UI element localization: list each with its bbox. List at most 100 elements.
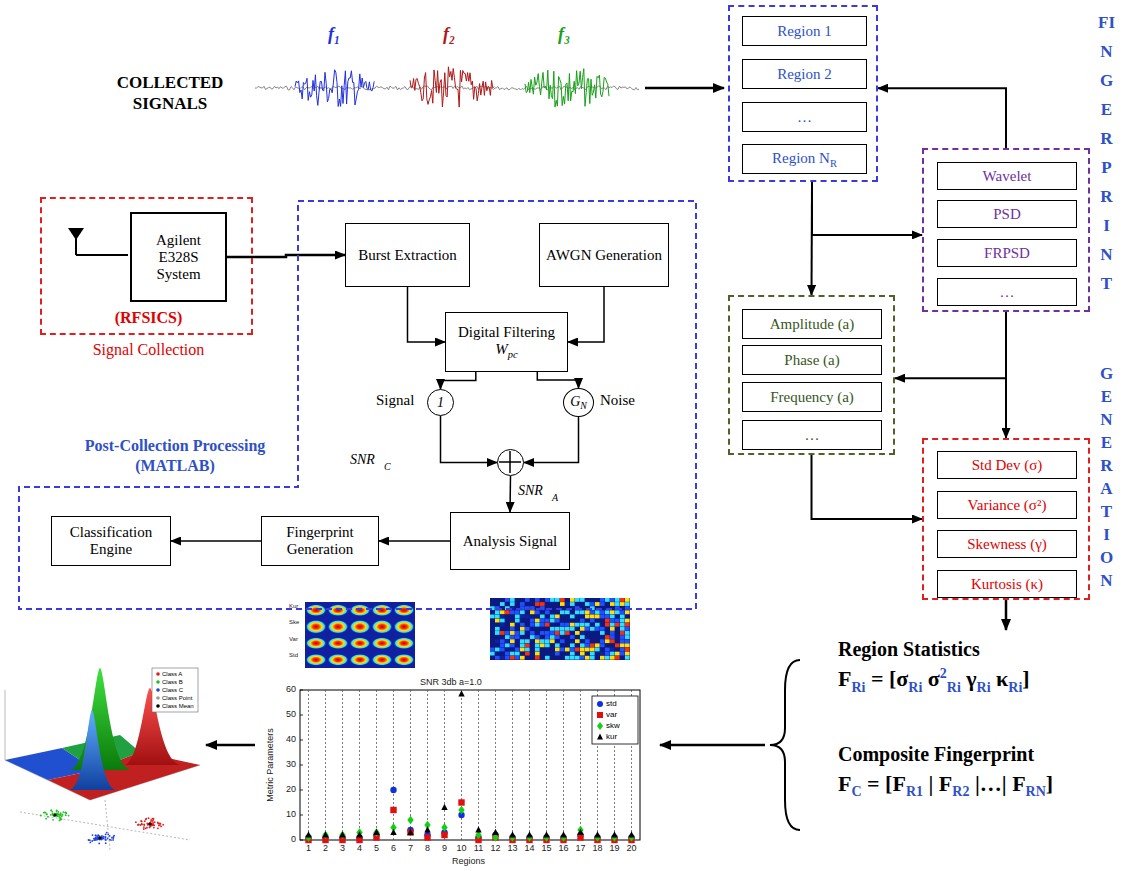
heat-cell [520, 602, 525, 606]
scatter-dot [56, 810, 58, 812]
heat-cell [605, 619, 610, 623]
collection-group: (RFSICS)Signal CollectionAgilent E328S S… [40, 197, 253, 335]
formula-part: R2 [952, 784, 969, 799]
scatter-dot [68, 815, 70, 817]
scatter-dot [40, 815, 42, 817]
region-box: Region NR [742, 144, 867, 174]
heat-cell [615, 652, 620, 656]
class-mean [148, 822, 151, 825]
frequency-label: f₃ [558, 24, 570, 45]
grid-line [495, 690, 496, 840]
heat-cell [545, 635, 550, 639]
heat-cell [515, 635, 520, 639]
scatter-dot [99, 837, 101, 839]
heat-cell [620, 631, 625, 635]
tick-label: 16 [556, 843, 572, 853]
heat-cell [570, 602, 575, 606]
heat-cell [610, 610, 615, 614]
heat-cell [560, 598, 565, 602]
text-line: Skewness (γ) [967, 536, 1047, 553]
scatter-dot [162, 824, 164, 826]
heat-cell [490, 615, 495, 619]
connector [171, 540, 261, 542]
heat-cell [560, 627, 565, 631]
plot-mark [322, 831, 328, 837]
statistic-box: Variance (σ²) [937, 491, 1077, 519]
scatter-dot [104, 839, 106, 841]
plot-mark [628, 831, 634, 837]
axis-label: Kur [289, 603, 298, 609]
transform-box: FRPSD [937, 239, 1077, 267]
heat-cell [595, 623, 600, 627]
grid-line [529, 690, 530, 840]
scatter-dot [61, 814, 63, 816]
heat-cell [620, 623, 625, 627]
frequency-label: f₂ [443, 24, 455, 45]
signal-burst [525, 69, 609, 107]
heat-cell [555, 648, 560, 652]
heat-blob [394, 654, 415, 666]
heat-cell [590, 610, 595, 614]
filter-box: Digital FilteringWpc [445, 312, 568, 372]
plot-mark [597, 712, 603, 718]
heat-cell [575, 631, 580, 635]
heat-blob [372, 637, 393, 649]
heat-cell [540, 639, 545, 643]
heat-cell [510, 643, 515, 647]
scatter-dot [144, 820, 146, 822]
group-outline [19, 201, 696, 609]
node-text: Skewness (γ) [967, 536, 1047, 552]
scatter-dot [140, 820, 142, 822]
heat-cell [605, 635, 610, 639]
heat-cell [580, 619, 585, 623]
text-line: FRPSD [984, 245, 1030, 262]
scatter-dot [153, 824, 155, 826]
formula-part: C [851, 784, 861, 799]
plot-mark [597, 733, 603, 739]
heat-cell [525, 615, 530, 619]
heat-cell [605, 648, 610, 652]
heat-cell [510, 598, 515, 602]
heat-cell [615, 602, 620, 606]
heat-cell [550, 631, 555, 635]
tick-label: 1 [301, 843, 317, 853]
scatter-dot [44, 812, 46, 814]
heat-cell [525, 648, 530, 652]
heat-cell [520, 643, 525, 647]
formula-part: κ [991, 666, 1009, 691]
heat-cell [530, 610, 535, 614]
scatter-dot [45, 818, 47, 820]
heat-cell [545, 656, 550, 660]
heat-cell [620, 619, 625, 623]
heat-cell [600, 602, 605, 606]
processing-group: Post-Collection Processing (MATLAB)Burst… [18, 200, 697, 610]
heat-cell [555, 619, 560, 623]
connector [895, 312, 1006, 378]
heat-cell [505, 652, 510, 656]
group-heading: Signal Collection [42, 341, 255, 359]
heat-cell [525, 598, 530, 602]
transform-box: … [937, 278, 1077, 306]
heat-cell [540, 623, 545, 627]
scatter-dot [103, 836, 105, 838]
node-text: Analysis Signal [463, 533, 558, 549]
heat-cell [625, 643, 630, 647]
heat-blob [328, 620, 349, 634]
heat-cell [495, 615, 500, 619]
plot-mark [560, 831, 566, 837]
heat-cell [505, 656, 510, 660]
plot-mark [492, 829, 498, 835]
heat-cell [625, 602, 630, 606]
node-text: Region 2 [777, 66, 832, 82]
heat-cell [530, 631, 535, 635]
scatter-dot [105, 842, 107, 844]
text-line: Classification Engine [57, 524, 165, 558]
heat-cell [495, 648, 500, 652]
scatter-dot [59, 814, 61, 816]
heat-cell [535, 643, 540, 647]
text-line: PSD [993, 206, 1021, 223]
heat-cell [620, 639, 625, 643]
scatter-dot [96, 836, 98, 838]
tick-label: 9 [437, 843, 453, 853]
heat-cell [580, 643, 585, 647]
